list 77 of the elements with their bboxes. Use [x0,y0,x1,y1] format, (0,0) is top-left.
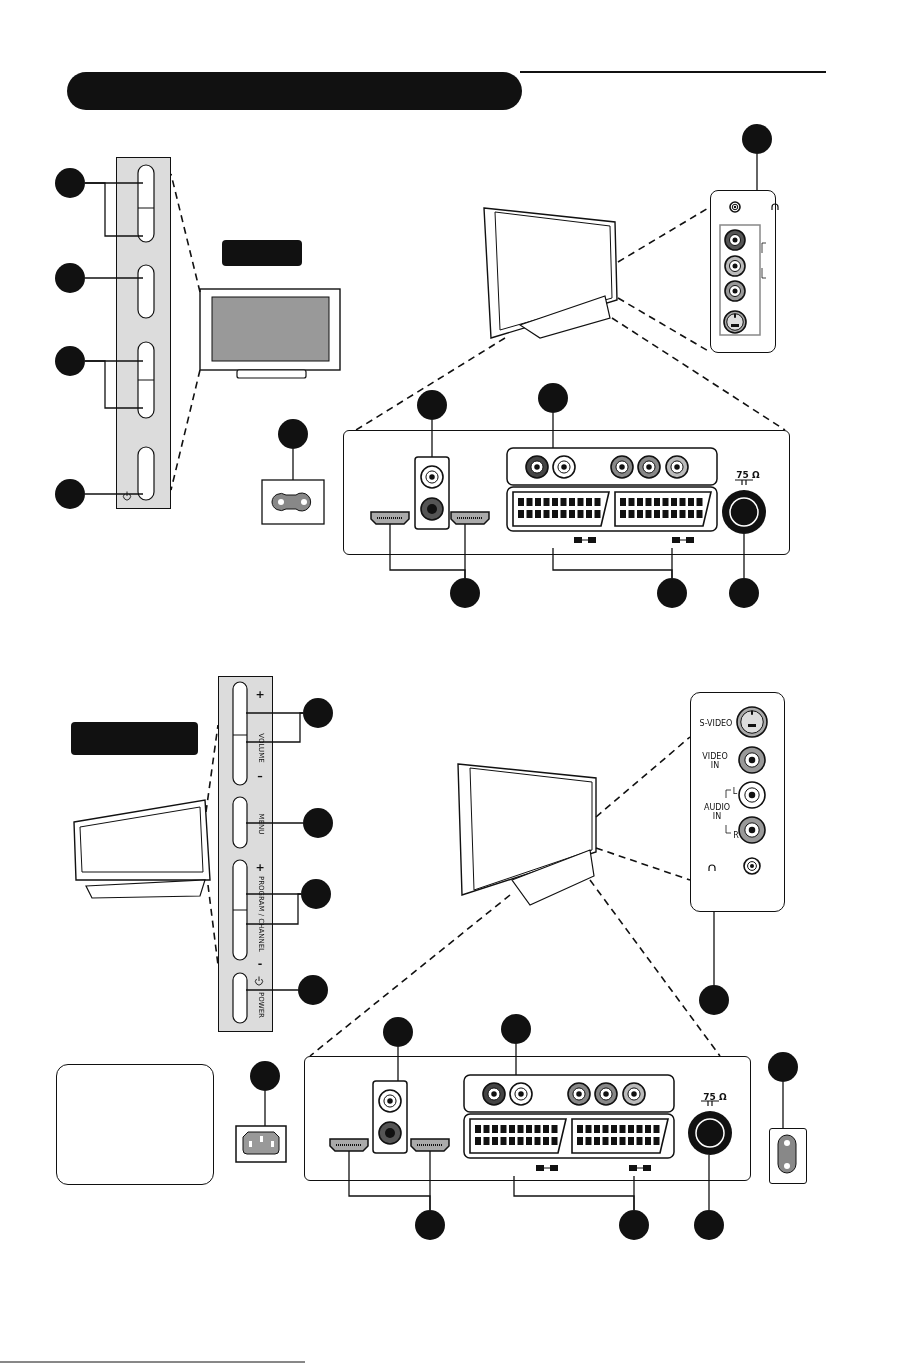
leader-line [515,1043,517,1076]
impedance-label: 75 Ω [736,470,760,480]
leader-line [84,277,144,279]
leader-line [743,533,745,579]
leader-line [84,493,144,495]
side-panel [710,190,776,353]
callout-circle [694,1210,724,1240]
callout-circle [303,808,333,838]
leader-line [552,412,554,449]
callout-circle [55,168,85,198]
jack-label: AUDIO IN [702,803,732,821]
callout-circle [619,1210,649,1240]
callout-circle [298,975,328,1005]
leader-line [513,1175,635,1211]
leader-line [671,547,673,579]
leader-line [708,1154,710,1211]
minus-sign: - [257,958,263,968]
plus-sign: + [255,862,265,872]
leader-line [245,989,299,991]
projection-line [309,894,511,1057]
side-panel [690,692,785,912]
label-bar [222,240,302,266]
callout-circle [278,419,308,449]
callout-circle [742,124,772,154]
tv-rear-drawing [483,207,618,339]
callout-circle [768,1052,798,1082]
channel-label: R [733,830,739,840]
title-bar [67,72,522,110]
callout-circle [729,578,759,608]
callout-circle [301,879,331,909]
leader-line [397,1046,399,1082]
projection-line [595,847,691,881]
leader-line [264,1090,266,1127]
callout-circle [450,578,480,608]
callout-circle [55,346,85,376]
callout-circle [415,1210,445,1240]
projection-line [170,369,201,491]
callout-circle [303,698,333,728]
leader-line [84,360,144,409]
tv-rear-drawing [457,763,597,906]
jack-label: S-VIDEO [699,718,733,728]
leader-line [713,911,715,986]
leader-line [245,822,304,824]
control-panel [116,157,171,509]
leader-line [245,712,304,743]
power-socket [769,1128,807,1184]
connector-panel [343,430,790,555]
leader-line [84,182,144,237]
projection-line [207,884,219,966]
label-bar [71,722,198,755]
note-box [56,1064,214,1185]
callout-circle [657,578,687,608]
control-panel [218,676,273,1032]
leader-line [756,153,758,191]
callout-circle [383,1017,413,1047]
projection-line [355,337,506,431]
minus-sign: – [257,771,263,781]
callout-circle [538,383,568,413]
callout-circle [417,390,447,420]
callout-circle [501,1014,531,1044]
callout-circle [55,263,85,293]
tv-front-drawing [73,799,211,899]
callout-circle [55,479,85,509]
projection-line [611,317,786,431]
plus-sign: + [255,689,265,699]
projection-line [589,879,721,1057]
leader-line [292,448,294,481]
leader-line [245,893,302,925]
leader-line [431,419,433,458]
connector-panel [304,1056,751,1181]
tv-front-drawing [199,288,341,379]
callout-circle [250,1061,280,1091]
callout-circle [699,985,729,1015]
channel-label: L [732,786,738,796]
impedance-label: 75 Ω [703,1092,727,1102]
jack-label: VIDEO IN [701,752,729,770]
leader-line [782,1081,784,1129]
